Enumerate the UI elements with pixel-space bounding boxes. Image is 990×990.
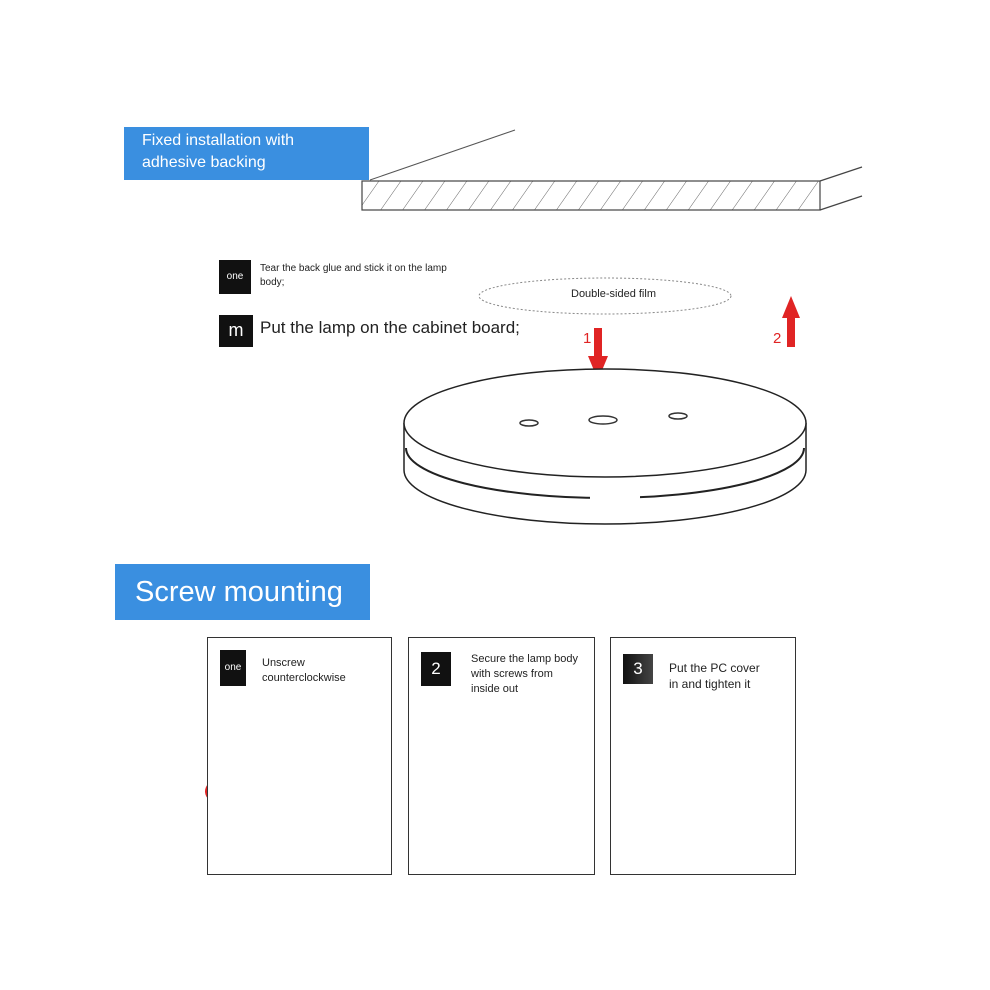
panel-2-text-line2: with screws from (471, 668, 553, 680)
screw-mounting-title: Screw mounting (135, 576, 343, 608)
panel-unscrew: one Unscrew counterclockwise (207, 637, 392, 875)
panel-3-text-line1: Put the PC cover (669, 661, 760, 675)
panel-1-text-line2: counterclockwise (262, 672, 346, 684)
step-2-badge: m (219, 315, 253, 347)
panel-3-badge: 3 (623, 654, 653, 684)
screw-mounting-banner: Screw mounting (115, 564, 370, 620)
panel-secure: 2 Secure the lamp body with screws from … (408, 637, 595, 875)
arrow-2-label: 2 (773, 330, 782, 347)
panel-3-text: Put the PC cover in and tighten it (669, 660, 760, 692)
double-sided-film (478, 277, 732, 315)
adhesive-title-line2: adhesive backing (142, 154, 266, 171)
step-2-text: Put the lamp on the cabinet board; (260, 318, 520, 337)
lamp-body (403, 368, 807, 525)
adhesive-title-line1: Fixed installation with (142, 132, 295, 149)
arrow-1-label: 1 (583, 330, 592, 347)
step-1-text: Tear the back glue and stick it on the l… (260, 262, 447, 290)
panel-pc-cover: 3 Put the PC cover in and tighten it (610, 637, 796, 875)
panel-1-text: Unscrew counterclockwise (262, 656, 346, 686)
arrow-1-down (588, 328, 608, 380)
panel-2-text-line3: inside out (471, 683, 519, 695)
panel-2-text: Secure the lamp body with screws from in… (471, 652, 578, 697)
step-1-text-line1: Tear the back glue and stick it on the l… (260, 263, 447, 274)
panel-2-badge: 2 (421, 652, 451, 686)
film-label: Double-sided film (571, 288, 656, 300)
step-1-text-line2: body; (260, 277, 285, 288)
panel-2-text-line1: Secure the lamp body (471, 653, 579, 665)
panel-1-badge: one (220, 650, 246, 686)
panel-1-text-line1: Unscrew (262, 657, 305, 669)
arrow-2-up (782, 296, 800, 347)
step-1-badge: one (219, 260, 251, 294)
cabinet-board (361, 129, 863, 211)
adhesive-section-banner: Fixed installation with adhesive backing (124, 127, 369, 180)
panel-3-text-line2: in and tighten it (669, 677, 751, 691)
